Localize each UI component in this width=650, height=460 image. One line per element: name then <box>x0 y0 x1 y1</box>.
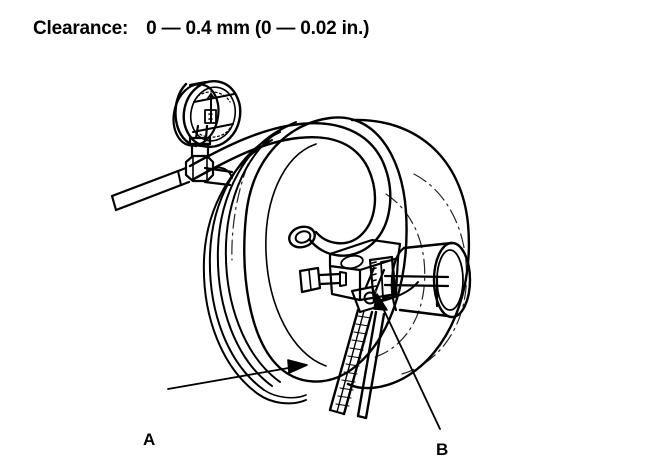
special-tool <box>328 266 419 420</box>
clearance-value: 0 — 0.4 mm (0 — 0.02 in.) <box>146 18 370 39</box>
callout-label-a: A <box>143 430 156 449</box>
callout-leaders <box>167 293 441 430</box>
vacuum-hose <box>188 122 392 257</box>
clearance-spec: Clearance: 0 — 0.4 mm (0 — 0.02 in.) <box>33 18 369 40</box>
figure-svg <box>110 80 472 430</box>
mounting-stud <box>298 266 347 294</box>
callout-label-b: B <box>436 440 449 459</box>
vacuum-pipe <box>110 166 234 212</box>
mounting-bracket <box>328 238 402 302</box>
clearance-label: Clearance: <box>33 18 129 39</box>
brake-booster-figure: A B <box>0 44 650 459</box>
dial-gauge <box>172 80 242 149</box>
booster-hidden-lines <box>231 163 468 375</box>
